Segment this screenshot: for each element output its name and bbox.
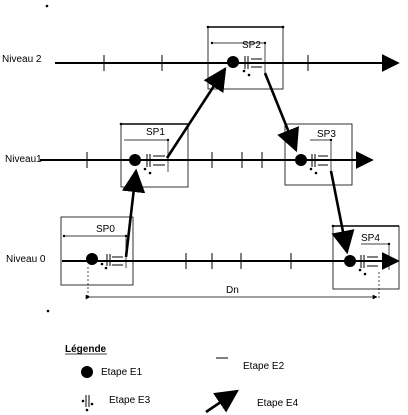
level-0-label: Niveau 0 bbox=[6, 254, 46, 265]
arrow-sp2-to-sp3 bbox=[263, 72, 299, 153]
level-2-label: Niveau 2 bbox=[2, 54, 42, 65]
legend-title: Légende bbox=[65, 344, 107, 355]
legend-etape-e3-label: Etape E3 bbox=[109, 395, 151, 406]
transition-arrows bbox=[121, 67, 355, 258]
step-sp0: SP0 bbox=[60, 216, 134, 286]
step-sp2: SP2 bbox=[206, 25, 285, 90]
step-sp1: SP1 bbox=[119, 122, 189, 188]
sp4-label: SP4 bbox=[361, 233, 380, 244]
sp3-etape-e1-dot bbox=[295, 154, 307, 166]
legend-etape-e2-label: Etape E2 bbox=[243, 361, 285, 372]
sp1-etape-e1-dot bbox=[129, 154, 141, 166]
arrow-sp0-to-sp1 bbox=[121, 168, 146, 258]
legend-etape-e4-label: Etape E4 bbox=[257, 398, 299, 409]
legend-etape-e1-icon bbox=[81, 366, 93, 378]
bullet-dot-top bbox=[45, 4, 49, 8]
legend-etape-e3-icon bbox=[81, 395, 94, 412]
axis-level-1 bbox=[40, 151, 374, 169]
legend-etape-e4-icon bbox=[205, 389, 239, 414]
sp0-label: SP0 bbox=[96, 224, 115, 235]
step-sp4: SP4 bbox=[331, 224, 400, 290]
dn-dimension: Dn bbox=[85, 267, 380, 300]
arrow-sp1-to-sp2 bbox=[165, 67, 227, 159]
legend: Légende Etape E1 Etape E2 Etape E3 Etape… bbox=[65, 344, 299, 414]
level-1-label: Niveau1 bbox=[5, 154, 42, 165]
dn-label: Dn bbox=[226, 285, 239, 296]
sp4-etape-e1-dot bbox=[344, 255, 356, 267]
sp1-label: SP1 bbox=[146, 127, 165, 138]
sp2-etape-e1-dot bbox=[227, 56, 239, 68]
sp3-label: SP3 bbox=[317, 129, 336, 140]
axis-level-0 bbox=[62, 252, 400, 270]
sp0-etape-e1-dot bbox=[86, 253, 98, 265]
legend-etape-e1-label: Etape E1 bbox=[101, 367, 143, 378]
sp2-label: SP2 bbox=[242, 40, 261, 51]
axis-level-2 bbox=[55, 54, 400, 72]
step-sp3: SP3 bbox=[284, 123, 353, 186]
arrow-sp3-to-sp4 bbox=[329, 170, 355, 255]
bullet-dot-bottom bbox=[46, 309, 50, 313]
